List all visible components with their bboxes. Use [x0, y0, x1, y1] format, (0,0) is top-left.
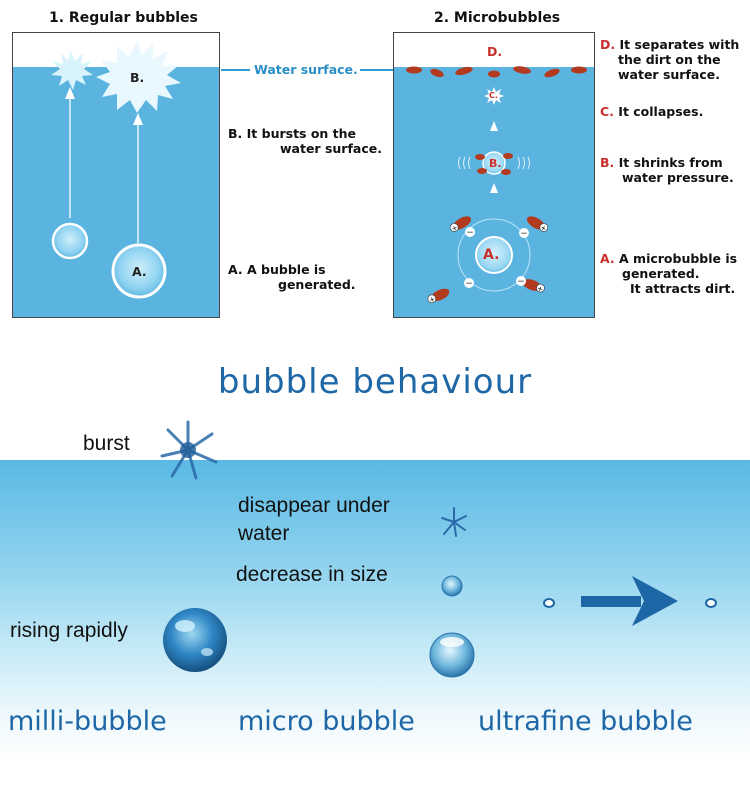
burst-small-icon — [51, 51, 93, 90]
svg-text:+: + — [450, 223, 459, 233]
micro-mark-c: C. — [489, 91, 498, 100]
category-ultrafine-bubble: ultrafine bubble — [478, 706, 693, 737]
svg-text:−: − — [517, 277, 525, 287]
micro-mark-a: A. — [483, 247, 500, 263]
surface-connector-left — [221, 69, 250, 71]
svg-text:−: − — [520, 229, 528, 239]
regular-label-a: A. A bubble is generated. — [228, 262, 356, 292]
shrink-dirt-icons — [475, 153, 513, 175]
burst-large-icon — [96, 41, 181, 113]
rising-caption: rising rapidly — [10, 619, 128, 642]
bubble-b-mark: B. — [130, 70, 145, 85]
arrow-right-icon — [581, 576, 678, 626]
regular-label-b: B. It bursts on the water surface. — [228, 126, 382, 156]
disappear-caption: disappear under water — [238, 494, 390, 545]
svg-text:−: − — [466, 228, 474, 238]
panel2-title: 2. Microbubbles — [434, 10, 561, 26]
svg-text:+: + — [536, 284, 544, 294]
surface-connector-right — [360, 69, 393, 71]
category-micro-bubble: micro bubble — [238, 706, 415, 737]
bubble-a-mark: A. — [132, 264, 147, 279]
panel1-title: 1. Regular bubbles — [49, 10, 198, 26]
micro-mark-d: D. — [487, 44, 503, 59]
micro-label-a: A. A microbubble is generated. It attrac… — [600, 251, 738, 296]
micro-label-c: C. It collapses. — [600, 104, 704, 119]
microbubbles-art: + + + + − − − − — [406, 66, 587, 305]
behaviour-scene — [0, 460, 750, 760]
decrease-caption: decrease in size — [236, 563, 388, 586]
microbubbles-tank: + + + + − − − − D. — [393, 32, 595, 318]
behaviour-art — [160, 420, 717, 678]
collapse-icon — [484, 87, 504, 105]
disappear-star-icon — [441, 507, 467, 537]
regular-bubbles-tank: B. A. — [12, 32, 220, 318]
negative-charge-icons — [464, 227, 529, 288]
svg-text:+: + — [428, 295, 437, 305]
surface-dirt-icons — [406, 66, 587, 78]
category-milli-bubble: milli-bubble — [8, 706, 167, 737]
svg-text:+: + — [539, 223, 548, 233]
burst-caption: burst — [83, 432, 130, 455]
micro-label-d: D. It separates with the dirt on the wat… — [600, 37, 740, 82]
charged-dirt-icons: + + + + — [427, 216, 549, 305]
water-surface-label: Water surface. — [254, 62, 358, 77]
micro-label-b: B. It shrinks from water pressure. — [600, 155, 734, 185]
svg-text:−: − — [465, 279, 473, 289]
behaviour-title: bubble behaviour — [217, 362, 533, 402]
regular-bubbles-art — [51, 41, 181, 299]
micro-mark-b: B. — [489, 157, 502, 170]
